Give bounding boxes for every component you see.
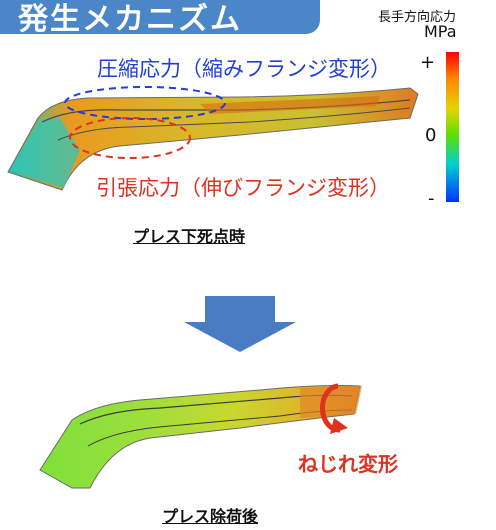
caption-before: プレス下死点時: [133, 227, 246, 246]
legend-unit: MPa: [424, 22, 457, 41]
twist-deformation-label: ねじれ変形: [298, 452, 398, 476]
part-after-unloading: [39, 385, 362, 489]
tension-region-ellipse: [69, 117, 191, 159]
legend-plus: +: [420, 52, 436, 73]
caption-after: プレス除荷後: [162, 507, 259, 526]
stress-colorbar: [446, 52, 459, 202]
compression-region-ellipse: [64, 86, 226, 120]
legend-minus: -: [428, 188, 435, 209]
twist-arrow-icon: [320, 383, 348, 434]
legend-title: 長手方向応力: [378, 10, 457, 25]
compression-stress-label: 圧縮応力（縮みフランジ変形）: [97, 57, 391, 81]
legend-zero: 0: [425, 125, 437, 146]
page-title: 発生メカニズム: [18, 2, 242, 37]
process-arrow: [184, 296, 296, 352]
part-before-unloading: [7, 87, 419, 191]
title-banner: [0, 0, 320, 34]
tension-stress-label: 引張応力（伸びフランジ変形）: [96, 176, 390, 200]
